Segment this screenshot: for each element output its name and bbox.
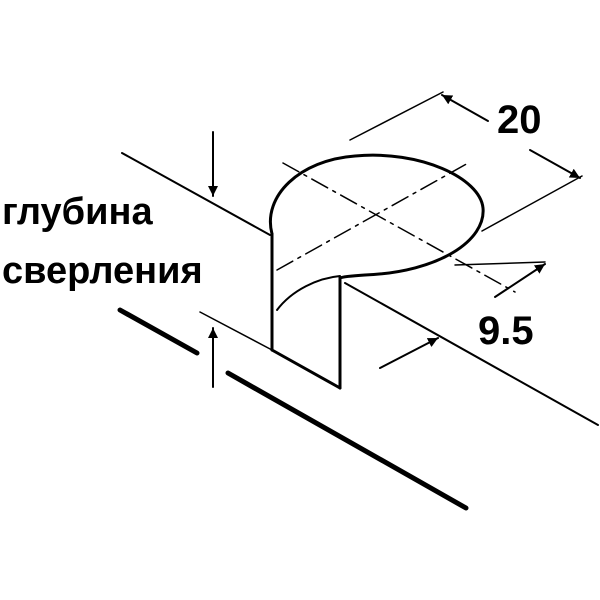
width-arrow-right — [529, 149, 581, 179]
drilling-depth-label-line-2: сверления — [2, 250, 203, 292]
offset-arrow-lower — [379, 337, 439, 369]
hole-top-ellipse — [269, 153, 485, 280]
width-arrow-left — [441, 94, 489, 122]
drilling-depth-label-line-1: глубина — [2, 191, 153, 233]
panel-bottom-edge-right — [225, 370, 469, 511]
hole-bottom-edge — [270, 348, 342, 390]
width-dimension-label: 20 — [497, 98, 542, 142]
width-extension-left — [349, 91, 444, 141]
centerline-long — [282, 162, 516, 293]
centerline-cross — [276, 161, 471, 271]
offset-arrow-upper — [494, 263, 546, 298]
offset-extension — [454, 261, 546, 266]
hole-lower-curve — [276, 275, 341, 311]
panel-top-edge-left — [121, 152, 271, 236]
width-extension-right — [481, 175, 583, 232]
depth-extension-bottom — [199, 311, 273, 351]
panel-bottom-edge-left — [117, 307, 200, 356]
offset-dimension-label: 9.5 — [478, 309, 534, 353]
panel-top-edge-right — [344, 282, 599, 426]
